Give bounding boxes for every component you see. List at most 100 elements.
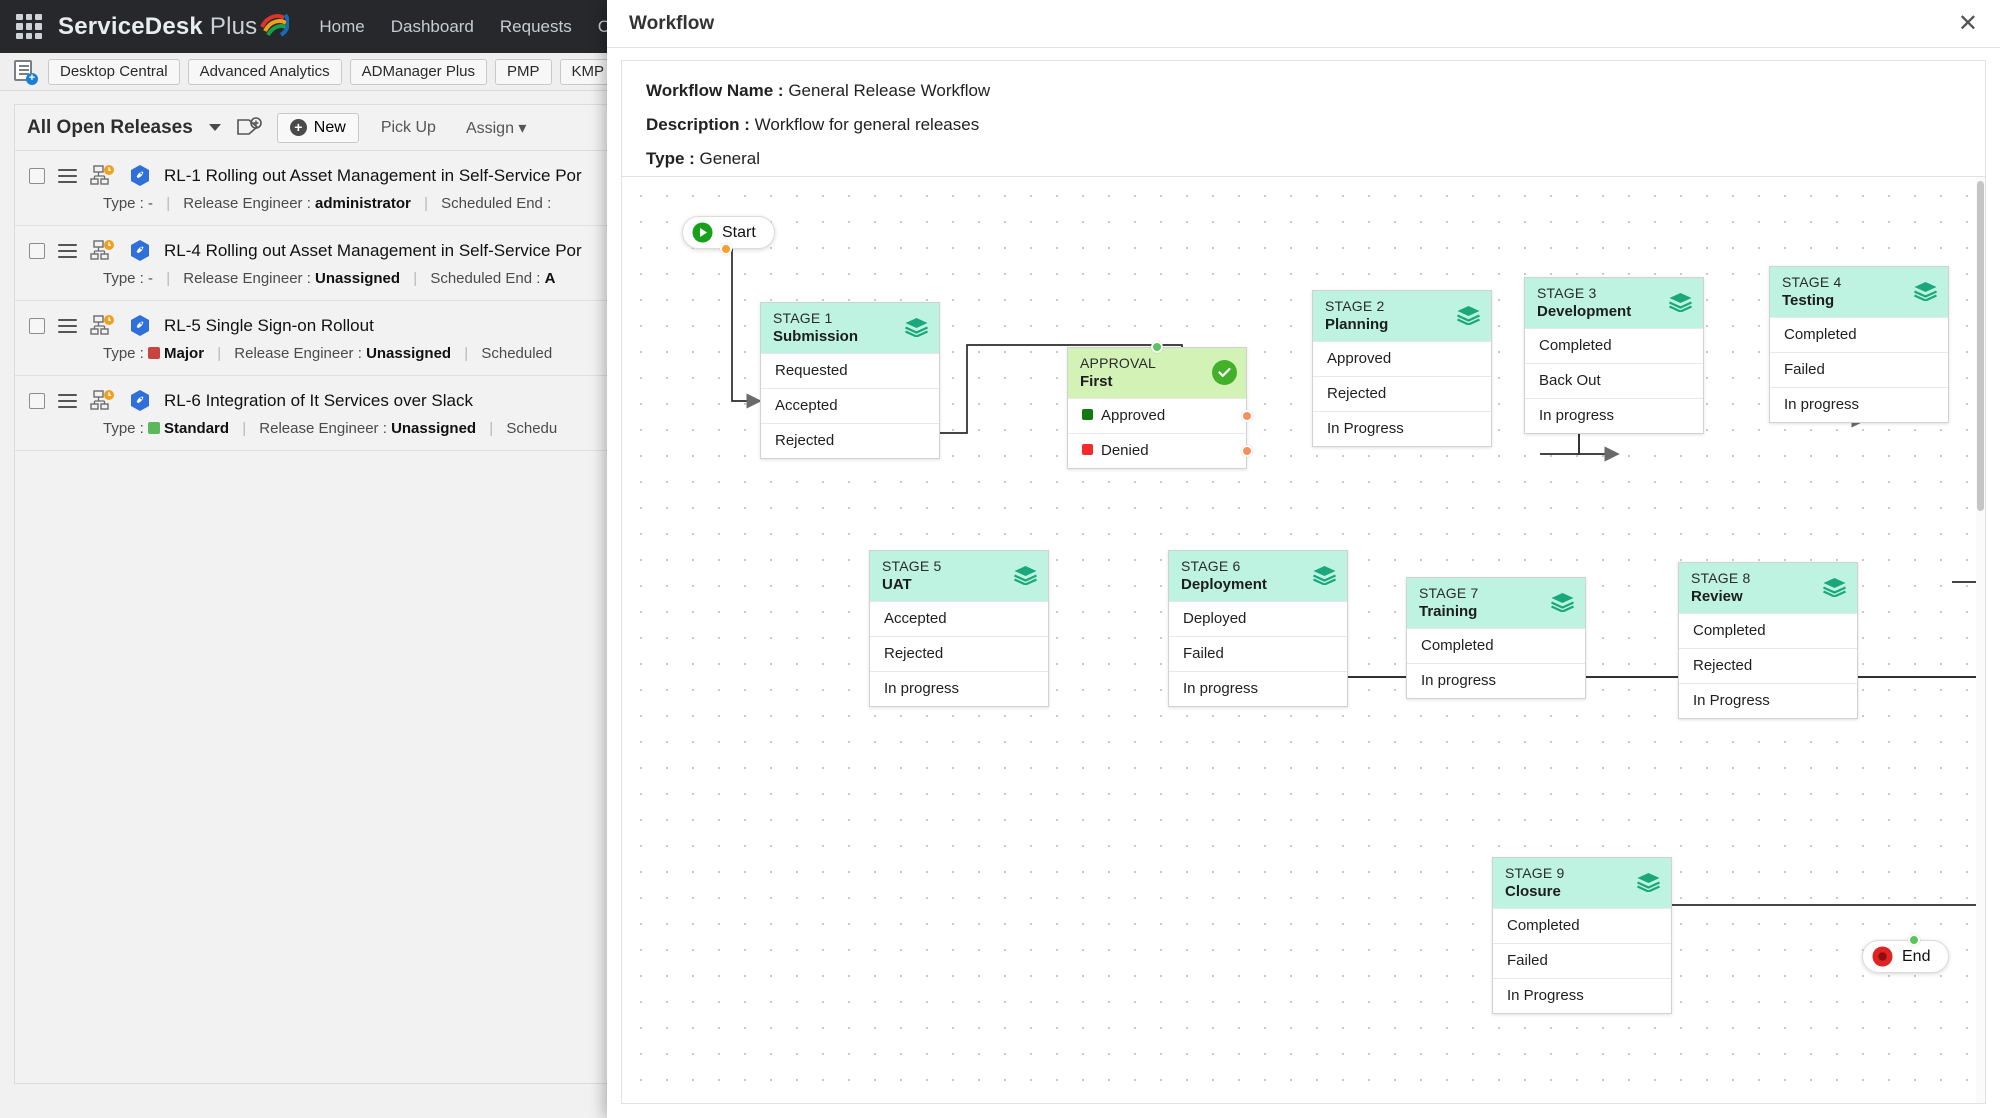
nav-link-requests[interactable]: Requests	[499, 16, 572, 36]
node-stage-4[interactable]: STAGE 4 Testing Completed Failed In prog…	[1769, 266, 1949, 423]
node-item[interactable]: In progress	[870, 671, 1048, 706]
node-item[interactable]: Rejected	[870, 636, 1048, 671]
row-menu-icon[interactable]	[58, 165, 77, 187]
workflow-icon[interactable]	[90, 314, 116, 338]
layers-icon	[1456, 305, 1481, 325]
engineer-value: Unassigned	[315, 270, 401, 287]
node-item[interactable]: Deployed	[1169, 601, 1347, 636]
node-item[interactable]: Approved	[1313, 341, 1491, 376]
app-launcher-icon[interactable]	[16, 13, 42, 40]
workflow-type-row: Type : General	[646, 149, 1961, 169]
row-menu-icon[interactable]	[58, 315, 77, 337]
start-out-port[interactable]	[720, 243, 732, 255]
tab-pmp[interactable]: PMP	[495, 58, 552, 85]
workflow-canvas[interactable]: Start STAGE 1 Submission Requested Accep…	[621, 176, 1986, 1104]
nav-link-home[interactable]: Home	[319, 16, 365, 36]
node-item[interactable]: Completed	[1525, 328, 1703, 363]
node-stage-2[interactable]: STAGE 2 Planning Approved Rejected In Pr…	[1312, 290, 1492, 447]
node-item[interactable]: In progress	[1407, 663, 1585, 698]
close-icon[interactable]: ✕	[1957, 9, 1978, 37]
node-item-approved[interactable]: Approved	[1068, 398, 1253, 433]
end-node[interactable]: End	[1862, 940, 1950, 973]
meta-separator: |	[166, 195, 171, 212]
row-menu-icon[interactable]	[58, 240, 77, 262]
release-title[interactable]: RL-4 Rolling out Asset Management in Sel…	[164, 241, 582, 260]
tab-advanced-analytics[interactable]: Advanced Analytics	[187, 58, 342, 85]
node-stage-8[interactable]: STAGE 8 Review Completed Rejected In Pro…	[1678, 562, 1858, 719]
add-view-icon[interactable]	[235, 116, 263, 140]
workflow-icon[interactable]	[90, 239, 116, 263]
node-item[interactable]: Completed	[1679, 613, 1857, 648]
row-menu-icon[interactable]	[58, 390, 77, 412]
workflow-icon[interactable]	[90, 164, 116, 188]
node-item[interactable]: Completed	[1493, 908, 1671, 943]
type-color-swatch	[148, 422, 161, 434]
node-item[interactable]: In Progress	[1493, 978, 1671, 1013]
node-item[interactable]: Requested	[761, 353, 939, 388]
engineer-value: administrator	[315, 195, 411, 212]
end-in-port[interactable]	[1908, 934, 1920, 946]
node-item[interactable]: Rejected	[1313, 376, 1491, 411]
node-item[interactable]: Accepted	[761, 388, 939, 423]
node-stage-6[interactable]: STAGE 6 Deployment Deployed Failed In pr…	[1168, 550, 1348, 707]
table-row[interactable]: RL-5 Single Sign-on Rollout Type : Major…	[15, 301, 653, 376]
scrollbar-thumb[interactable]	[1977, 181, 1984, 511]
row-checkbox[interactable]	[29, 318, 45, 334]
node-item[interactable]: Completed	[1407, 628, 1585, 663]
chevron-down-icon[interactable]	[208, 124, 221, 131]
assign-button[interactable]: Assign ▾	[465, 119, 527, 137]
node-item[interactable]: Rejected	[1679, 648, 1857, 683]
row-checkbox[interactable]	[29, 243, 45, 259]
node-item[interactable]: Failed	[1169, 636, 1347, 671]
table-row[interactable]: RL-6 Integration of It Services over Sla…	[15, 376, 653, 451]
node-item[interactable]: In progress	[1169, 671, 1347, 706]
node-header: STAGE 6 Deployment	[1169, 551, 1347, 601]
node-item[interactable]: In Progress	[1313, 411, 1491, 446]
release-title[interactable]: RL-5 Single Sign-on Rollout	[164, 316, 374, 335]
canvas-vertical-scrollbar[interactable]	[1976, 177, 1985, 1103]
workflow-icon[interactable]	[90, 389, 116, 413]
stop-icon	[1872, 946, 1893, 967]
out-port[interactable]	[1241, 410, 1253, 422]
tab-kmp[interactable]: KMP	[559, 58, 617, 85]
node-item[interactable]: Failed	[1493, 943, 1671, 978]
in-port-top[interactable]	[1151, 341, 1163, 353]
node-item[interactable]: Back Out	[1525, 363, 1703, 398]
node-stage-7[interactable]: STAGE 7 Training Completed In progress	[1406, 577, 1586, 699]
row-checkbox[interactable]	[29, 168, 45, 184]
new-release-button[interactable]: + New	[276, 112, 359, 143]
node-stage-9[interactable]: STAGE 9 Closure Completed Failed In Prog…	[1492, 857, 1672, 1014]
view-selector-label[interactable]: All Open Releases	[27, 116, 193, 138]
node-item[interactable]: Rejected	[761, 423, 939, 458]
node-name: First	[1080, 373, 1113, 390]
denied-color-swatch	[1082, 444, 1093, 455]
type-value: Major	[164, 345, 205, 362]
node-stage-1[interactable]: STAGE 1 Submission Requested Accepted Re…	[760, 302, 940, 459]
node-item-denied[interactable]: Denied	[1068, 433, 1253, 468]
node-item-label: Denied	[1101, 442, 1149, 459]
tab-admanager-plus[interactable]: ADManager Plus	[349, 58, 488, 85]
new-page-icon[interactable]: +	[12, 59, 38, 85]
row-checkbox[interactable]	[29, 393, 45, 409]
table-row[interactable]: RL-1 Rolling out Asset Management in Sel…	[15, 151, 653, 226]
release-type-icon	[129, 314, 151, 338]
out-port[interactable]	[1241, 445, 1253, 457]
table-row[interactable]: RL-4 Rolling out Asset Management in Sel…	[15, 226, 653, 301]
release-title[interactable]: RL-6 Integration of It Services over Sla…	[164, 391, 473, 410]
tab-desktop-central[interactable]: Desktop Central	[48, 58, 180, 85]
node-approval-first[interactable]: APPROVAL First Approved Denied	[1067, 341, 1253, 469]
type-label: Type :	[103, 420, 144, 437]
node-item[interactable]: Accepted	[870, 601, 1048, 636]
nav-link-dashboard[interactable]: Dashboard	[390, 16, 474, 36]
node-item[interactable]: In progress	[1770, 387, 1948, 422]
node-stage-3[interactable]: STAGE 3 Development Completed Back Out I…	[1524, 277, 1704, 434]
node-item[interactable]: Failed	[1770, 352, 1948, 387]
node-item[interactable]: In progress	[1525, 398, 1703, 433]
node-stage-5[interactable]: STAGE 5 UAT Accepted Rejected In progres…	[869, 550, 1049, 707]
pick-up-button[interactable]: Pick Up	[380, 118, 436, 136]
node-item[interactable]: In Progress	[1679, 683, 1857, 718]
release-title[interactable]: RL-1 Rolling out Asset Management in Sel…	[164, 166, 582, 185]
node-item[interactable]: Completed	[1770, 317, 1948, 352]
check-circle-icon	[1212, 360, 1237, 385]
scheduled-end-value: A	[544, 270, 556, 287]
